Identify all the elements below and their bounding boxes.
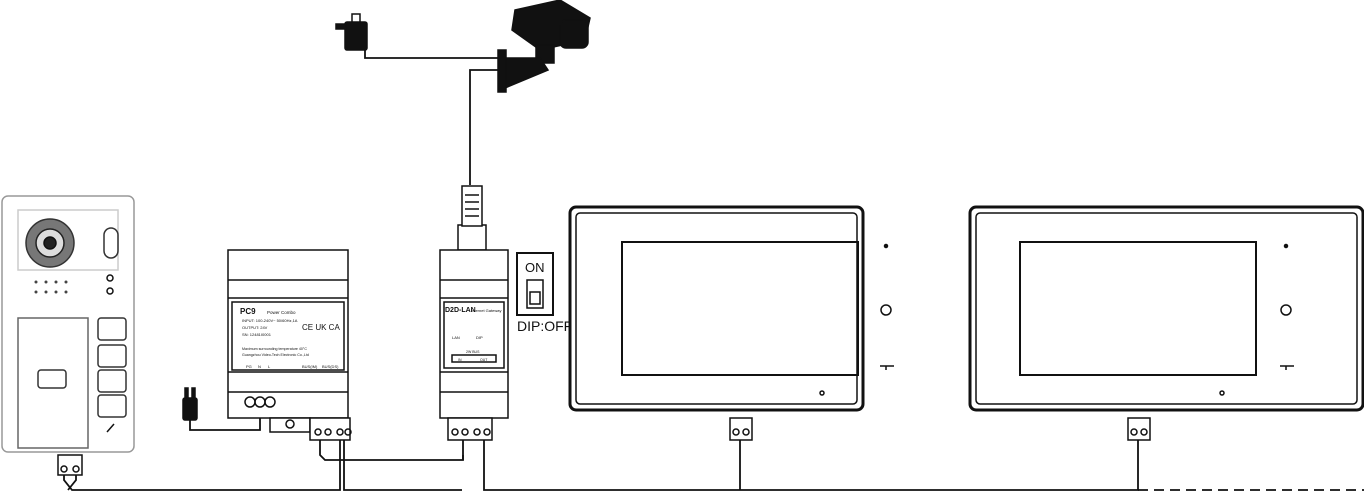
gateway-d2d-lan — [439, 185, 509, 441]
gateway-bus-out: OUT — [480, 358, 488, 362]
bus-wires — [63, 48, 1364, 491]
pen-icon — [106, 423, 115, 433]
pc9-terminal-bus-ds: BUS(DS) — [322, 364, 339, 369]
talk-icon — [1280, 304, 1292, 316]
dip-switch[interactable] — [516, 252, 554, 316]
rj45-connector-icon — [461, 185, 483, 227]
pc9-note2: Guangzhou Video-Tech Electronic Co.,Ltd — [242, 353, 309, 357]
pc9-terminal-n: N — [258, 364, 261, 369]
pc9-cert-marks: CE UK CA — [302, 323, 340, 332]
dip-caption: DIP:OFF — [517, 318, 572, 334]
gateway-model: D2D-LAN — [445, 307, 476, 314]
unlock-key-icon — [1280, 365, 1294, 370]
mains-plug-icon — [182, 387, 198, 421]
power-combo-pc9 — [227, 249, 352, 441]
gateway-port-lan: LAN — [452, 335, 460, 340]
call-button-1[interactable] — [97, 317, 127, 341]
pc9-terminal-bus-im: BUS(IM) — [302, 364, 318, 369]
door-station — [1, 195, 135, 453]
pc9-note1: Maximum surrounding temperature 40°C — [242, 347, 307, 351]
call-button-3[interactable] — [97, 369, 127, 393]
pc9-model: PC9 — [240, 307, 256, 316]
unlock-key-icon — [880, 365, 894, 370]
door-station-terminal — [57, 454, 83, 476]
pc9-terminal-pg: PG — [246, 364, 252, 369]
power-adapter-icon — [335, 13, 368, 51]
indoor-monitor-2 — [968, 205, 1364, 441]
gateway-type: Internet Gateway — [471, 308, 501, 313]
pc9-output: OUTPUT: 24V — [242, 325, 268, 330]
gateway-port-dip: DIP — [476, 335, 483, 340]
pc9-sn: SN: 12481I0001 — [242, 332, 272, 337]
pc9-terminal-l: L — [268, 364, 271, 369]
call-button-2[interactable] — [97, 344, 127, 368]
indoor-monitor-1 — [568, 205, 894, 441]
call-button-4[interactable] — [97, 394, 127, 418]
dip-on-label: ON — [525, 260, 545, 275]
gateway-bus-label: 2W BUS — [466, 350, 480, 354]
lock-status-icon — [106, 274, 114, 282]
rfid-icon — [37, 369, 67, 389]
gateway-bus-in: IN — [458, 358, 462, 362]
pc9-type: Power Combo — [267, 310, 296, 315]
pc9-input: INPUT: 100-240V~ 50/60Hz,1A — [242, 318, 298, 323]
cctv-camera-icon — [497, 0, 591, 93]
call-status-icon — [106, 287, 114, 295]
talk-icon — [880, 304, 892, 316]
